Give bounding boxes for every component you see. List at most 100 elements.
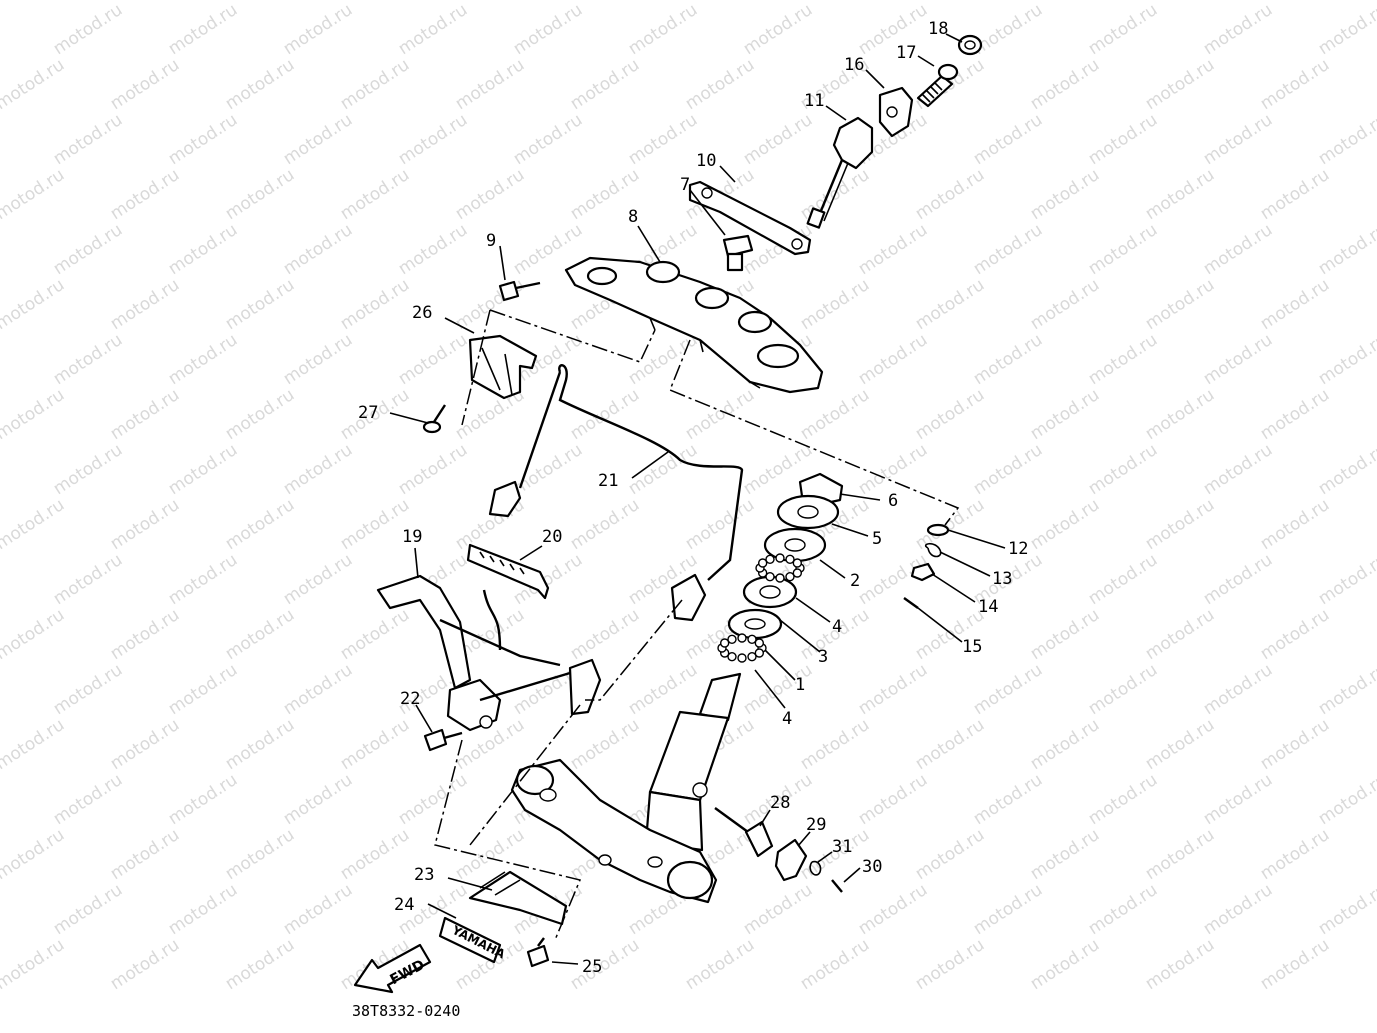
watermark-text: motod.ru	[1085, 880, 1161, 939]
watermark-text: motod.ru	[222, 715, 298, 774]
bearing-ball	[747, 634, 757, 645]
lower-bracket	[376, 574, 602, 732]
watermark-text: motod.ru	[50, 110, 126, 169]
watermark-text: motod.ru	[625, 660, 701, 719]
fastener-set	[903, 523, 950, 609]
callout-5: 5	[872, 529, 882, 549]
callout-31: 31	[832, 837, 852, 857]
watermark-text: motod.ru	[165, 880, 241, 939]
watermark-text: motod.ru	[567, 495, 643, 554]
watermark-text: motod.ru	[912, 385, 988, 444]
callout-2: 2	[850, 571, 860, 591]
bearing-ball	[765, 554, 775, 565]
bearing-ball	[792, 568, 803, 578]
watermark-text: motod.ru	[1200, 440, 1276, 499]
watermark-text: motod.ru	[1142, 495, 1218, 554]
watermark-text: motod.ru	[395, 770, 471, 829]
watermark-text: motod.ru	[740, 110, 816, 169]
watermark-text: motod.ru	[1142, 275, 1218, 334]
bolt-left	[498, 280, 541, 302]
callout-7: 7	[680, 175, 690, 195]
watermark-text: motod.ru	[1200, 0, 1276, 59]
watermark-text: motod.ru	[1142, 0, 1218, 4]
watermark-text: motod.ru	[222, 495, 298, 554]
watermark-text: motod.ru	[912, 495, 988, 554]
bearing-ball	[737, 633, 747, 643]
watermark-text: motod.ru	[1027, 715, 1103, 774]
watermark-text: motod.ru	[797, 935, 873, 994]
bearing-ball	[775, 573, 785, 583]
callout-12: 12	[1008, 539, 1028, 559]
tie-strap	[466, 543, 550, 600]
watermark-text: motod.ru	[1027, 275, 1103, 334]
watermark-text: motod.ru	[280, 660, 356, 719]
watermark-text: motod.ru	[0, 495, 68, 554]
watermark-text: motod.ru	[855, 880, 931, 939]
watermark-text: motod.ru	[682, 495, 758, 554]
watermark-text: motod.ru	[682, 0, 758, 4]
callout-18: 18	[928, 19, 948, 39]
watermark-text: motod.ru	[1085, 0, 1161, 59]
watermark-text: motod.ru	[222, 165, 298, 224]
diagram-code: 38T8332-0240	[352, 1002, 460, 1020]
watermark-text: motod.ru	[682, 55, 758, 114]
callout-22: 22	[400, 689, 420, 709]
watermark-text: motod.ru	[1142, 385, 1218, 444]
watermark-text: motod.ru	[0, 55, 68, 114]
watermark-text: motod.ru	[50, 660, 126, 719]
watermark-text: motod.ru	[855, 220, 931, 279]
watermark-text: motod.ru	[625, 0, 701, 59]
callouts: 18 17 16 11 10 7 8 9 26 27 21 20 19 6 5 …	[352, 19, 1028, 1020]
watermark-text: motod.ru	[740, 880, 816, 939]
watermark-text: motod.ru	[1142, 715, 1218, 774]
upper-bracket	[564, 256, 824, 394]
callout-4a: 4	[832, 617, 842, 637]
watermark-text: motod.ru	[107, 0, 183, 4]
callout-6: 6	[888, 491, 898, 511]
watermark-text: motod.ru	[107, 275, 183, 334]
bearing-ball	[719, 638, 730, 648]
watermark-text: motod.ru	[1315, 110, 1377, 169]
watermark-text: motod.ru	[1315, 220, 1377, 279]
watermark-text: motod.ru	[395, 0, 471, 59]
watermark-text: motod.ru	[0, 935, 68, 994]
watermark-text: motod.ru	[0, 275, 68, 334]
watermark-text: motod.ru	[50, 770, 126, 829]
watermark-text: motod.ru	[0, 715, 68, 774]
watermark-text: motod.ru	[567, 605, 643, 664]
callout-3: 3	[818, 647, 828, 667]
callout-1: 1	[795, 675, 805, 695]
callout-15: 15	[962, 637, 982, 657]
watermark-text: motod.ru	[107, 55, 183, 114]
watermark-text: motod.ru	[1142, 55, 1218, 114]
watermark-text: motod.ru	[797, 0, 873, 4]
bearing-ball	[727, 651, 737, 662]
watermark-text: motod.ru	[50, 440, 126, 499]
watermark-text: motod.ru	[1257, 935, 1333, 994]
watermark-text: motod.ru	[970, 880, 1046, 939]
watermark-text: motod.ru	[337, 825, 413, 884]
bearing-ball	[792, 558, 803, 568]
watermark-text: motod.ru	[970, 330, 1046, 389]
watermark-text: motod.ru	[337, 165, 413, 224]
watermark-text: motod.ru	[510, 440, 586, 499]
watermark-text: motod.ru	[740, 0, 816, 59]
watermark-text: motod.ru	[0, 825, 68, 884]
watermark-text: motod.ru	[912, 825, 988, 884]
watermark-text: motod.ru	[970, 660, 1046, 719]
watermark-text: motod.ru	[1142, 165, 1218, 224]
watermark-text: motod.ru	[567, 715, 643, 774]
watermark-text: motod.ru	[1027, 385, 1103, 444]
small-bolt	[422, 404, 447, 434]
watermark-text: motod.ru	[1257, 0, 1333, 4]
watermark-text: motod.ru	[165, 110, 241, 169]
watermark-text: motod.ru	[107, 165, 183, 224]
callout-10: 10	[696, 151, 716, 171]
watermark-text: motod.ru	[1315, 660, 1377, 719]
watermark-text: motod.ru	[50, 220, 126, 279]
watermark-text: motod.ru	[280, 550, 356, 609]
watermark-text: motod.ru	[395, 110, 471, 169]
callout-19: 19	[402, 527, 422, 547]
bearing-ball	[754, 648, 765, 658]
callout-9: 9	[486, 231, 496, 251]
